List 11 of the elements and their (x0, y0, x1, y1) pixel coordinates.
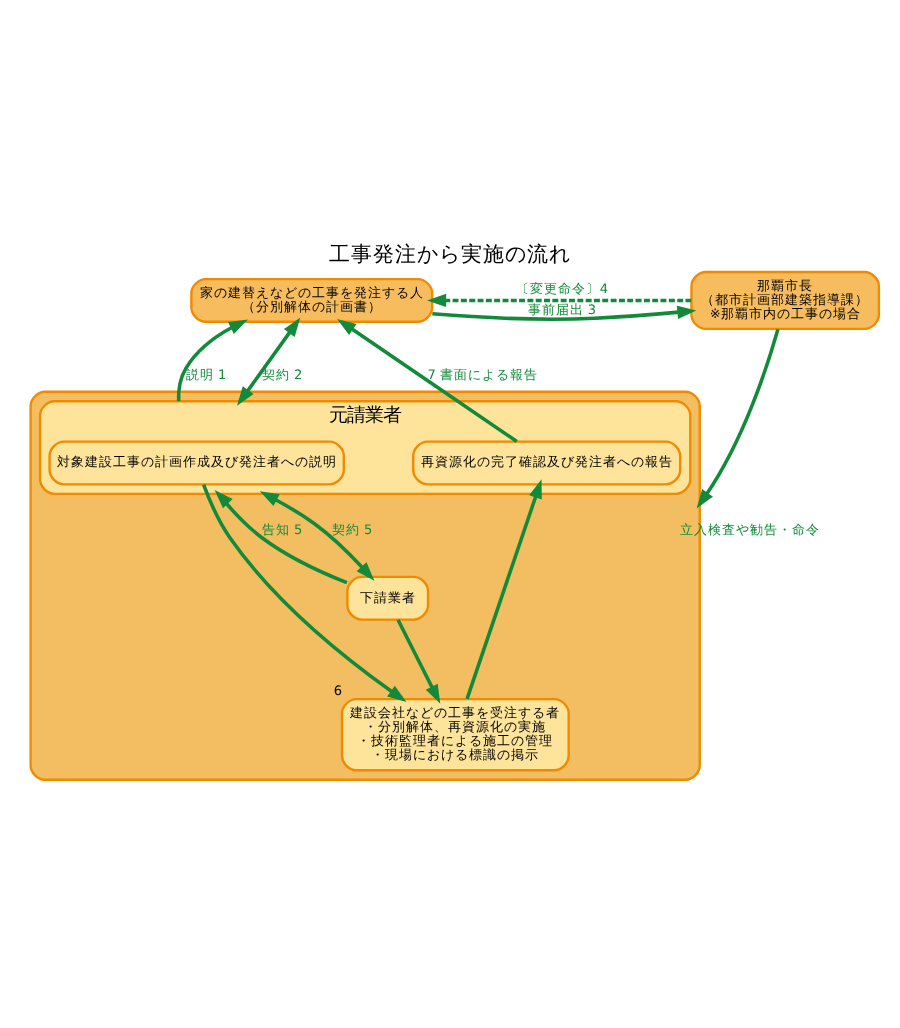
arrow (259, 491, 375, 581)
arrow (237, 317, 301, 406)
arrow (432, 305, 697, 321)
diagram-title: 工事発注から実施の流れ (329, 240, 571, 267)
arrow (176, 319, 248, 402)
arrow (201, 483, 407, 703)
arrow (396, 619, 441, 704)
arrow (696, 328, 780, 509)
arrow (465, 479, 542, 700)
arrow (214, 489, 348, 585)
arrow (427, 293, 692, 308)
